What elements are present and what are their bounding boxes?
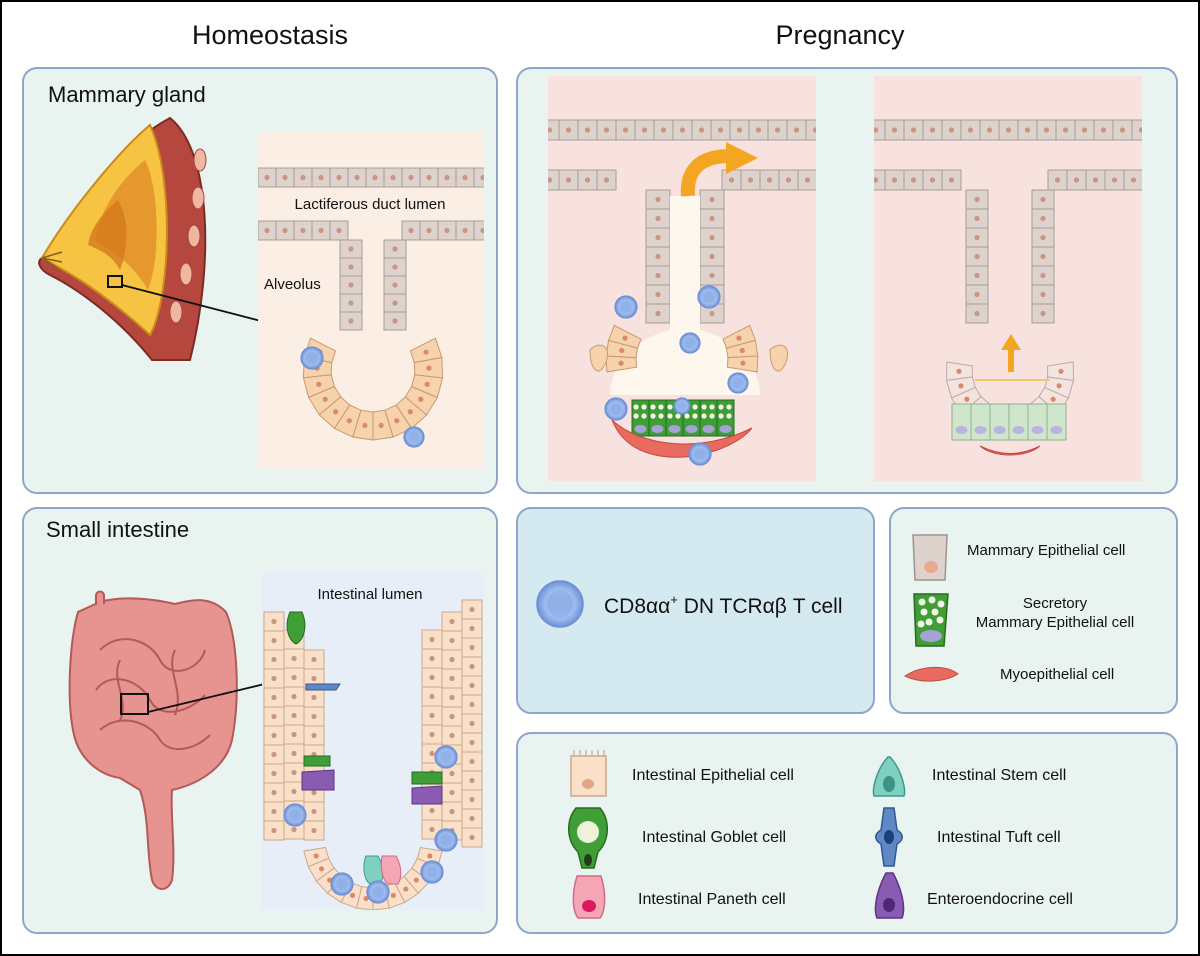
heading-homeostasis: Homeostasis xyxy=(192,20,348,50)
alveolar-cell xyxy=(589,344,608,372)
panel-mammary-gland: Mammary gland Lactif xyxy=(22,67,498,494)
tuft-cell xyxy=(305,683,341,691)
panel-tcell-legend: CD8αα+ DN TCRαβ T cell xyxy=(516,507,875,714)
alveolar-cell xyxy=(769,344,788,372)
zoom-box-breast xyxy=(107,275,123,288)
legend-enteroendocrine: Enteroendocrine cell xyxy=(927,891,1073,908)
intestinal-stem-legend-icon xyxy=(872,756,906,797)
intestine-title: Small intestine xyxy=(46,517,189,542)
legend-intestinal-paneth: Intestinal Paneth cell xyxy=(638,891,786,908)
enteroendocrine-cell xyxy=(301,769,335,791)
intestinal-paneth-legend-icon xyxy=(572,875,606,919)
secretory-cell-legend-icon xyxy=(913,593,949,647)
secretion-arrowhead xyxy=(726,142,758,174)
panel-small-intestine: Small intestine Intestinal lumen xyxy=(22,507,498,934)
legend-intestinal-goblet: Intestinal Goblet cell xyxy=(642,829,786,846)
upward-arrow xyxy=(1001,334,1021,350)
regressed-secretory-cell xyxy=(1027,403,1048,441)
enteroendocrine-cell xyxy=(411,785,443,805)
regressed-secretory-cell xyxy=(989,403,1010,441)
myoepithelial-legend-icon xyxy=(903,667,959,682)
stem-cell xyxy=(363,855,384,885)
panel-intestine-legend: Intestinal Epithelial cell Intestinal St… xyxy=(516,732,1178,934)
legend-intestinal-tuft: Intestinal Tuft cell xyxy=(937,829,1061,846)
intestine-zoom-crypt xyxy=(262,572,483,910)
label-intestinal-lumen: Intestinal lumen xyxy=(317,586,422,603)
panel-pregnancy xyxy=(516,67,1178,494)
regressed-secretory-cell xyxy=(951,403,972,441)
legend-secretory-line1: Secretory xyxy=(1023,595,1088,612)
intestine-illustration xyxy=(68,590,238,890)
mammary-epithelial-legend-icon xyxy=(912,534,948,581)
legend-mammary-epithelial: Mammary Epithelial cell xyxy=(967,542,1125,559)
label-lactiferous-duct-lumen: Lactiferous duct lumen xyxy=(295,196,446,213)
intestinal-tuft-legend-icon xyxy=(875,807,903,867)
mammary-title: Mammary gland xyxy=(48,82,206,107)
duct-cell xyxy=(1131,119,1142,141)
goblet-cell xyxy=(303,755,331,767)
myoepithelial-cell xyxy=(979,445,1041,456)
paneth-cell xyxy=(380,855,402,885)
pregnancy-alveolus-involuting xyxy=(874,76,1142,481)
intestinal-goblet-legend-icon xyxy=(568,807,608,869)
intestinal-epithelial-legend-icon xyxy=(570,750,607,797)
legend-secretory-line2: Mammary Epithelial cell xyxy=(976,614,1134,631)
mammary-zoom-tissue xyxy=(258,132,484,470)
goblet-cell xyxy=(411,771,443,785)
secretion-curved-arrow xyxy=(680,149,731,197)
pregnancy-alveolus-active xyxy=(548,76,816,481)
myoepithelial-cell xyxy=(611,419,753,458)
legend-intestinal-stem: Intestinal Stem cell xyxy=(932,767,1066,784)
regressed-secretory-cell xyxy=(1046,403,1067,441)
enteroendocrine-legend-icon xyxy=(874,872,905,919)
duct-cell xyxy=(473,220,484,241)
legend-myoepithelial: Myoepithelial cell xyxy=(1000,666,1114,683)
legend-intestinal-epithelial: Intestinal Epithelial cell xyxy=(632,767,794,784)
duct-cell xyxy=(805,119,816,141)
panel-mammary-legend: Mammary Epithelial cell Secretory Mammar… xyxy=(889,507,1178,714)
zoom-box-intestine xyxy=(120,693,149,715)
breast-illustration xyxy=(38,116,207,361)
label-alveolus: Alveolus xyxy=(264,276,321,293)
heading-pregnancy: Pregnancy xyxy=(775,20,905,50)
regressed-secretory-cell xyxy=(970,403,991,441)
goblet-cell xyxy=(286,611,306,645)
tcell-legend-label: CD8αα+ DN TCRαβ T cell xyxy=(604,592,843,618)
regressed-secretory-cell xyxy=(1008,403,1029,441)
duct-cell xyxy=(473,167,484,188)
